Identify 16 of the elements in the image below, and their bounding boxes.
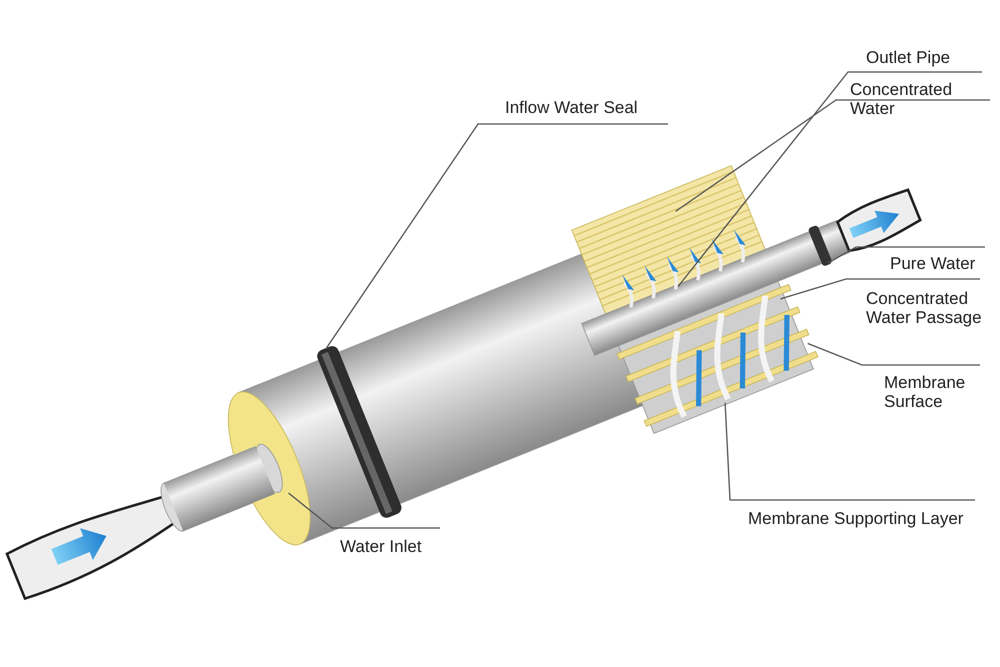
leader-line	[325, 123, 668, 350]
leader-line	[675, 99, 990, 212]
part-label: Membrane Surface	[884, 373, 984, 411]
leader-line	[780, 278, 980, 300]
part-label: Concentrated Water Passage	[866, 289, 991, 327]
part-label: Concentrated Water	[850, 80, 1000, 118]
part-label: Outlet Pipe	[866, 48, 950, 67]
leader-line	[678, 71, 982, 287]
part-label: Membrane Supporting Layer	[748, 509, 964, 528]
part-label: Pure Water	[890, 254, 976, 273]
leader-line	[724, 402, 975, 501]
part-label: Inflow Water Seal	[505, 98, 638, 117]
leader-line	[808, 342, 980, 366]
leader-line	[828, 246, 985, 264]
leader-line	[288, 492, 440, 529]
part-label: Water Inlet	[340, 537, 422, 556]
